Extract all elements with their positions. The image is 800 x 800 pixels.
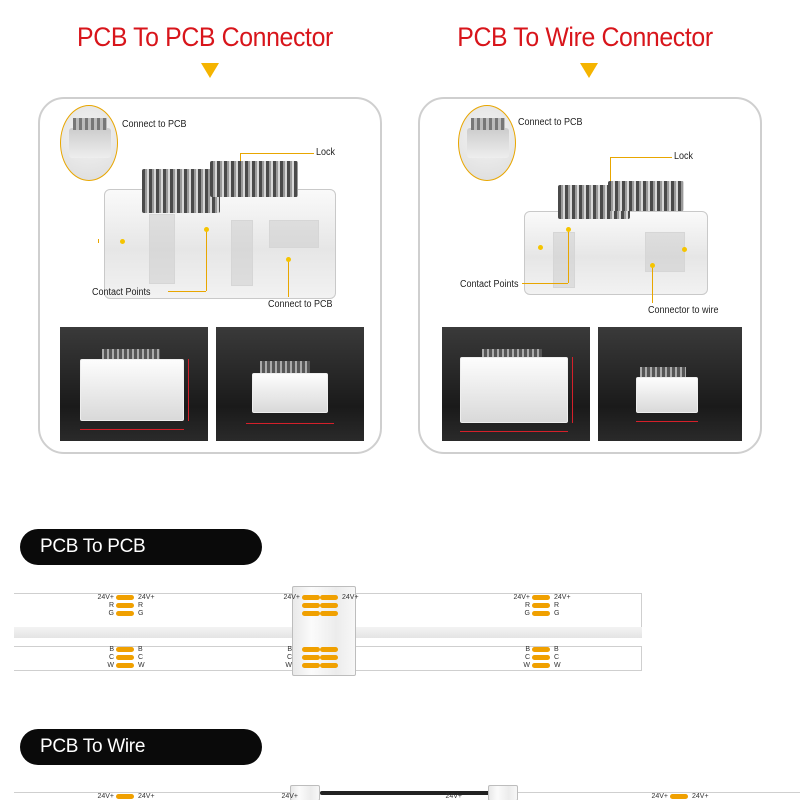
callout-lock: Lock <box>674 151 694 162</box>
connector-thumbnail-image <box>60 105 118 181</box>
pcb-to-wire-connection-label: PCB To Wire Connection <box>20 729 262 793</box>
wire-connector-clip <box>488 785 518 800</box>
pcb-to-wire-panel: Connect to PCB Lock Contact Points Conne… <box>418 97 762 454</box>
wire-connector-image <box>524 211 708 295</box>
callout-contact-points: Contact Points <box>460 279 519 290</box>
connector-side-photo <box>598 327 742 441</box>
connector-front-photo <box>60 327 208 441</box>
pcb-to-pcb-panel: Connect to PCB Lock Contact Points Conne… <box>38 97 382 454</box>
callout-lock: Lock <box>316 147 336 158</box>
down-arrow-icon <box>580 63 598 78</box>
callout-connect-to-pcb: Connect to PCB <box>518 117 583 128</box>
pcb-connector-image <box>104 189 336 299</box>
connector-side-photo <box>216 327 364 441</box>
connector-thumbnail-image <box>458 105 516 181</box>
down-arrow-icon <box>201 63 219 78</box>
callout-contact-points: Contact Points <box>92 287 151 298</box>
wire-connector-clip <box>290 785 320 800</box>
pcb-to-pcb-connector-heading: PCB To PCB Connector <box>77 22 333 52</box>
pcb-connector-clip <box>292 586 356 676</box>
connection-wire <box>320 791 490 795</box>
pcb-to-wire-connector-heading: PCB To Wire Connector <box>457 22 713 52</box>
pcb-to-pcb-connection-label: PCB To PCB Connection <box>20 529 262 593</box>
callout-connect-to-pcb: Connect to PCB <box>122 119 187 130</box>
connector-front-photo <box>442 327 590 441</box>
callout-connect-to-pcb-bottom: Connect to PCB <box>268 299 333 310</box>
callout-connector-to-wire: Connector to wire <box>648 305 719 316</box>
